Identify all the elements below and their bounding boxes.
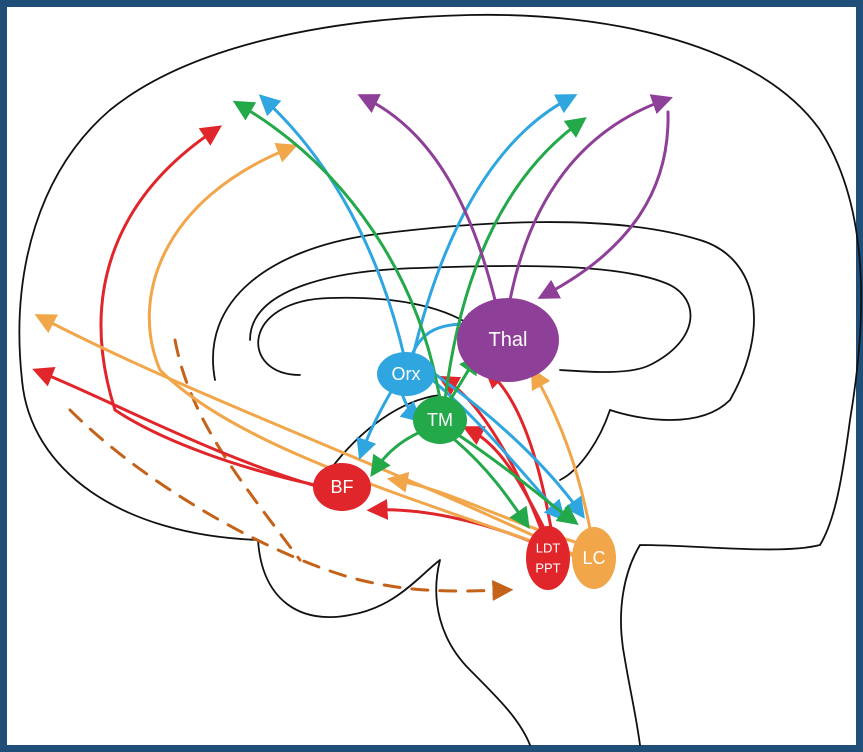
node-lc: LC	[572, 527, 616, 589]
projection-green-tm-ldt	[455, 440, 525, 522]
node-bf-label: BF	[330, 477, 353, 497]
node-orx: Orx	[377, 352, 435, 396]
brainstem-outline	[258, 540, 530, 745]
node-orx-label: Orx	[392, 364, 421, 384]
brain-outline	[19, 15, 861, 745]
projection-red-bf-prefrontal	[40, 372, 330, 490]
ventricle-loop	[258, 298, 470, 375]
node-lc-label: LC	[582, 548, 605, 568]
projection-green-tm-bf	[375, 430, 425, 470]
node-ldt-ppt: LDT PPT	[526, 526, 570, 590]
node-ppt-label: PPT	[535, 561, 560, 576]
node-ldt-label: LDT	[536, 541, 561, 556]
node-ldt-ppt-shape	[526, 526, 570, 590]
node-tm-label: TM	[427, 410, 453, 430]
projection-blue-orx-frontal	[265, 100, 405, 360]
node-tm: TM	[413, 396, 467, 444]
projection-blue-orx-bf	[362, 385, 395, 452]
node-thal-label: Thal	[489, 329, 528, 351]
node-thal: Thal	[457, 298, 559, 382]
node-bf: BF	[313, 463, 371, 511]
projection-orange-lc-thal	[535, 375, 593, 545]
